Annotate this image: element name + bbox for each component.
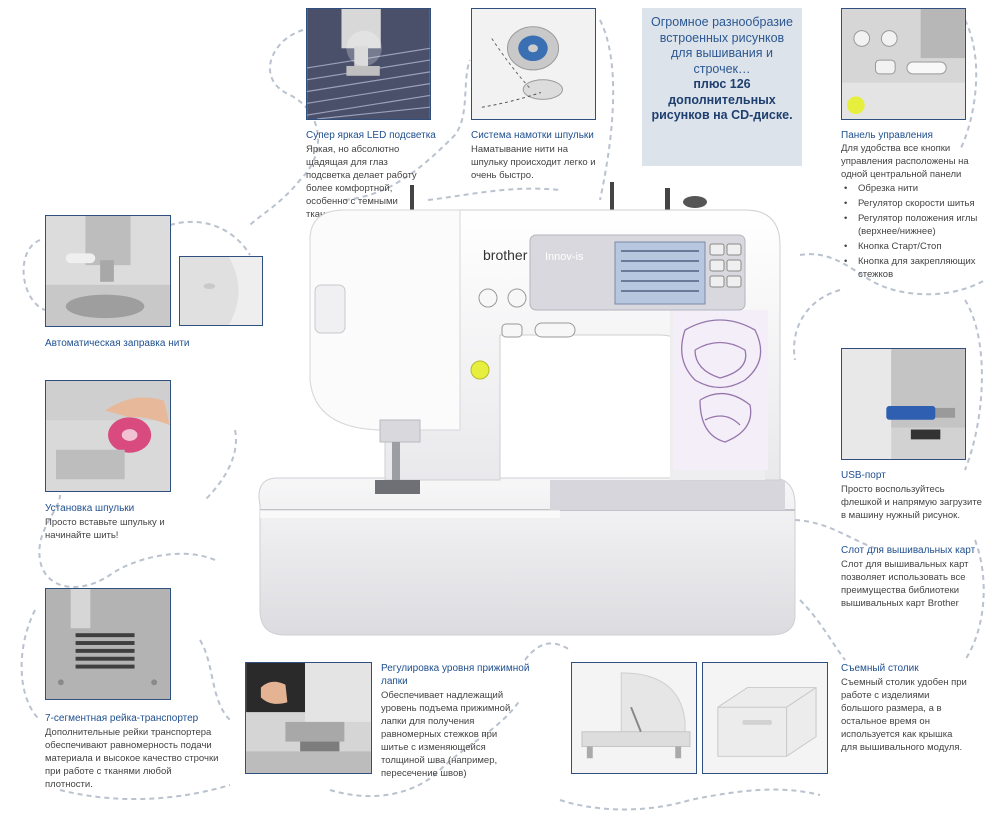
control-panel-description: Для удобства все кнопки управления распо… — [841, 143, 969, 180]
usb-port-title: USB-порт — [841, 470, 886, 481]
presser-foot-photo — [245, 662, 372, 774]
list-item: •Кнопка Старт/Стоп — [844, 241, 942, 252]
promo-text: Огромное разнообразие встроенных рисунко… — [651, 15, 793, 76]
promo-box: Огромное разнообразие встроенных рисунко… — [642, 8, 802, 166]
auto-thread-photo — [45, 215, 171, 327]
list-item: •Обрезка нити — [844, 183, 919, 194]
bobbin-winding-title: Система намотки шпульки — [471, 130, 594, 141]
table-cover-photo — [702, 662, 828, 774]
feed-dog-photo — [45, 588, 171, 700]
list-item: •Регулятор скорости шитья — [844, 198, 975, 209]
auto-thread-detail-photo — [179, 256, 263, 326]
bobbin-winding-photo — [471, 8, 596, 120]
removable-table-photo — [571, 662, 697, 774]
bobbin-install-photo — [45, 380, 171, 492]
presser-foot-title: Регулировка уровня прижимной лапки — [381, 663, 530, 687]
bobbin-install-description: Просто вставьте шпульку и начинайте шить… — [45, 517, 165, 541]
auto-thread-title: Автоматическая заправка нити — [45, 338, 190, 349]
usb-port-description: Просто воспользуйтесь флешкой и напрямую… — [841, 484, 982, 521]
feed-dog-title: 7-сегментная рейка-транспортер — [45, 713, 199, 724]
card-slot-title: Слот для вышивальных карт — [841, 545, 976, 556]
led-light-photo — [306, 8, 431, 120]
sewing-machine-illustration: brother Innov-is — [258, 182, 796, 636]
presser-foot-description: Обеспечивает надлежащий уровень подъема … — [381, 690, 511, 779]
control-panel-list: •Обрезка нити •Регулятор скорости шитья … — [841, 182, 991, 283]
card-slot-description: Слот для вышивальных карт позволяет испо… — [841, 559, 969, 609]
model-label: Innov-is — [545, 251, 584, 263]
control-panel-photo — [841, 8, 966, 120]
control-panel-title: Панель управления — [841, 130, 933, 141]
brand-label: brother — [483, 247, 528, 263]
removable-table-description: Съемный столик удобен при работе с издел… — [841, 677, 967, 753]
feed-dog-description: Дополнительные рейки транспортера обеспе… — [45, 727, 219, 790]
bobbin-install-title: Установка шпульки — [45, 503, 135, 514]
bobbin-winding-description: Наматывание нити на шпульку происходит л… — [471, 144, 596, 181]
list-item: •Кнопка для закрепляющих стежков — [844, 256, 976, 280]
led-title: Супер яркая LED подсветка — [306, 130, 436, 141]
usb-port-photo — [841, 348, 966, 460]
list-item: •Регулятор положения иглы (верхнее/нижне… — [844, 213, 978, 237]
promo-bold-text: плюс 126 дополнительных рисунков на CD-д… — [651, 77, 793, 122]
removable-table-title: Съемный столик — [841, 663, 919, 674]
